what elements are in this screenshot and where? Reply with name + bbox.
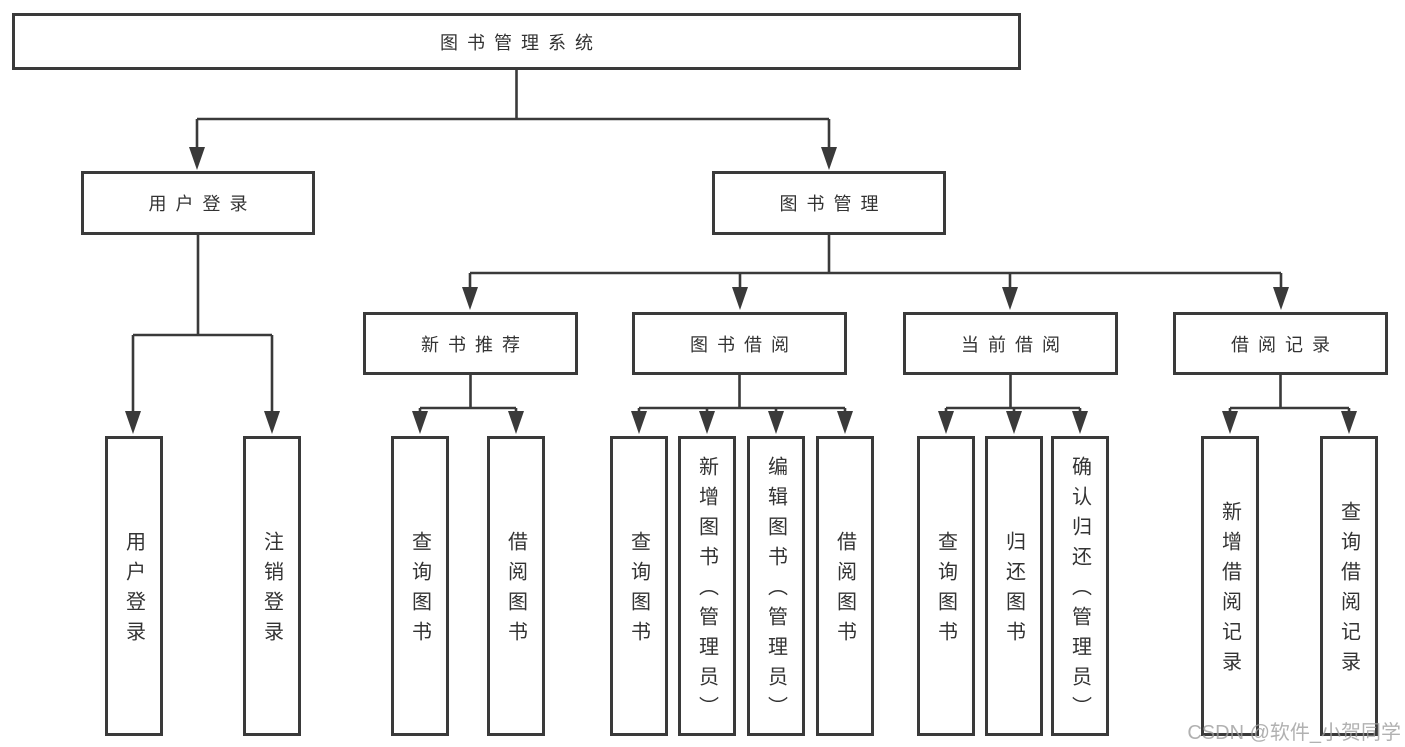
node-label: 编辑图书（管理员） bbox=[764, 456, 787, 726]
node-book-management-system: 图书管理系统 bbox=[12, 13, 1021, 70]
node-leaf-return-books: 归还图书 bbox=[985, 436, 1043, 736]
node-label: 借阅记录 bbox=[1231, 334, 1339, 355]
node-leaf-user-login: 用户登录 bbox=[105, 436, 163, 736]
node-label: 新书推荐 bbox=[421, 334, 529, 355]
node-label: 归还图书 bbox=[1002, 531, 1025, 651]
node-user-login: 用户登录 bbox=[81, 171, 315, 235]
node-book-borrowing: 图书借阅 bbox=[632, 312, 847, 375]
node-leaf-query-borrow-record: 查询借阅记录 bbox=[1320, 436, 1378, 736]
node-leaf-confirm-return-admin: 确认归还（管理员） bbox=[1051, 436, 1109, 736]
node-label: 查询图书 bbox=[627, 531, 650, 651]
node-leaf-borrow-books-1: 借阅图书 bbox=[487, 436, 545, 736]
node-book-management: 图书管理 bbox=[712, 171, 946, 235]
node-leaf-borrow-books-2: 借阅图书 bbox=[816, 436, 874, 736]
node-label: 注销登录 bbox=[260, 531, 283, 651]
node-new-book-recommend: 新书推荐 bbox=[363, 312, 578, 375]
node-borrowing-records: 借阅记录 bbox=[1173, 312, 1388, 375]
node-label: 借阅图书 bbox=[833, 531, 856, 651]
node-label: 查询图书 bbox=[408, 531, 431, 651]
node-leaf-query-books-2: 查询图书 bbox=[610, 436, 668, 736]
node-leaf-logout: 注销登录 bbox=[243, 436, 301, 736]
node-leaf-add-book-admin: 新增图书（管理员） bbox=[678, 436, 736, 736]
node-label: 图书借阅 bbox=[690, 334, 798, 355]
node-leaf-query-books-3: 查询图书 bbox=[917, 436, 975, 736]
watermark-text: CSDN @软件_小贺同学 bbox=[1187, 722, 1401, 744]
node-label: 图书管理 bbox=[779, 194, 888, 214]
node-label: 用户登录 bbox=[148, 194, 257, 214]
node-current-borrowing: 当前借阅 bbox=[903, 312, 1118, 375]
node-label: 当前借阅 bbox=[961, 334, 1069, 355]
node-label: 图书管理系统 bbox=[440, 32, 602, 53]
node-label: 查询图书 bbox=[934, 531, 957, 651]
node-label: 查询借阅记录 bbox=[1337, 501, 1360, 681]
node-label: 新增图书（管理员） bbox=[695, 456, 718, 726]
node-label: 用户登录 bbox=[122, 531, 145, 651]
node-leaf-edit-book-admin: 编辑图书（管理员） bbox=[747, 436, 805, 736]
node-leaf-query-books-1: 查询图书 bbox=[391, 436, 449, 736]
node-label: 借阅图书 bbox=[504, 531, 527, 651]
node-label: 确认归还（管理员） bbox=[1068, 456, 1091, 726]
node-leaf-add-borrow-record: 新增借阅记录 bbox=[1201, 436, 1259, 736]
node-label: 新增借阅记录 bbox=[1218, 501, 1241, 681]
